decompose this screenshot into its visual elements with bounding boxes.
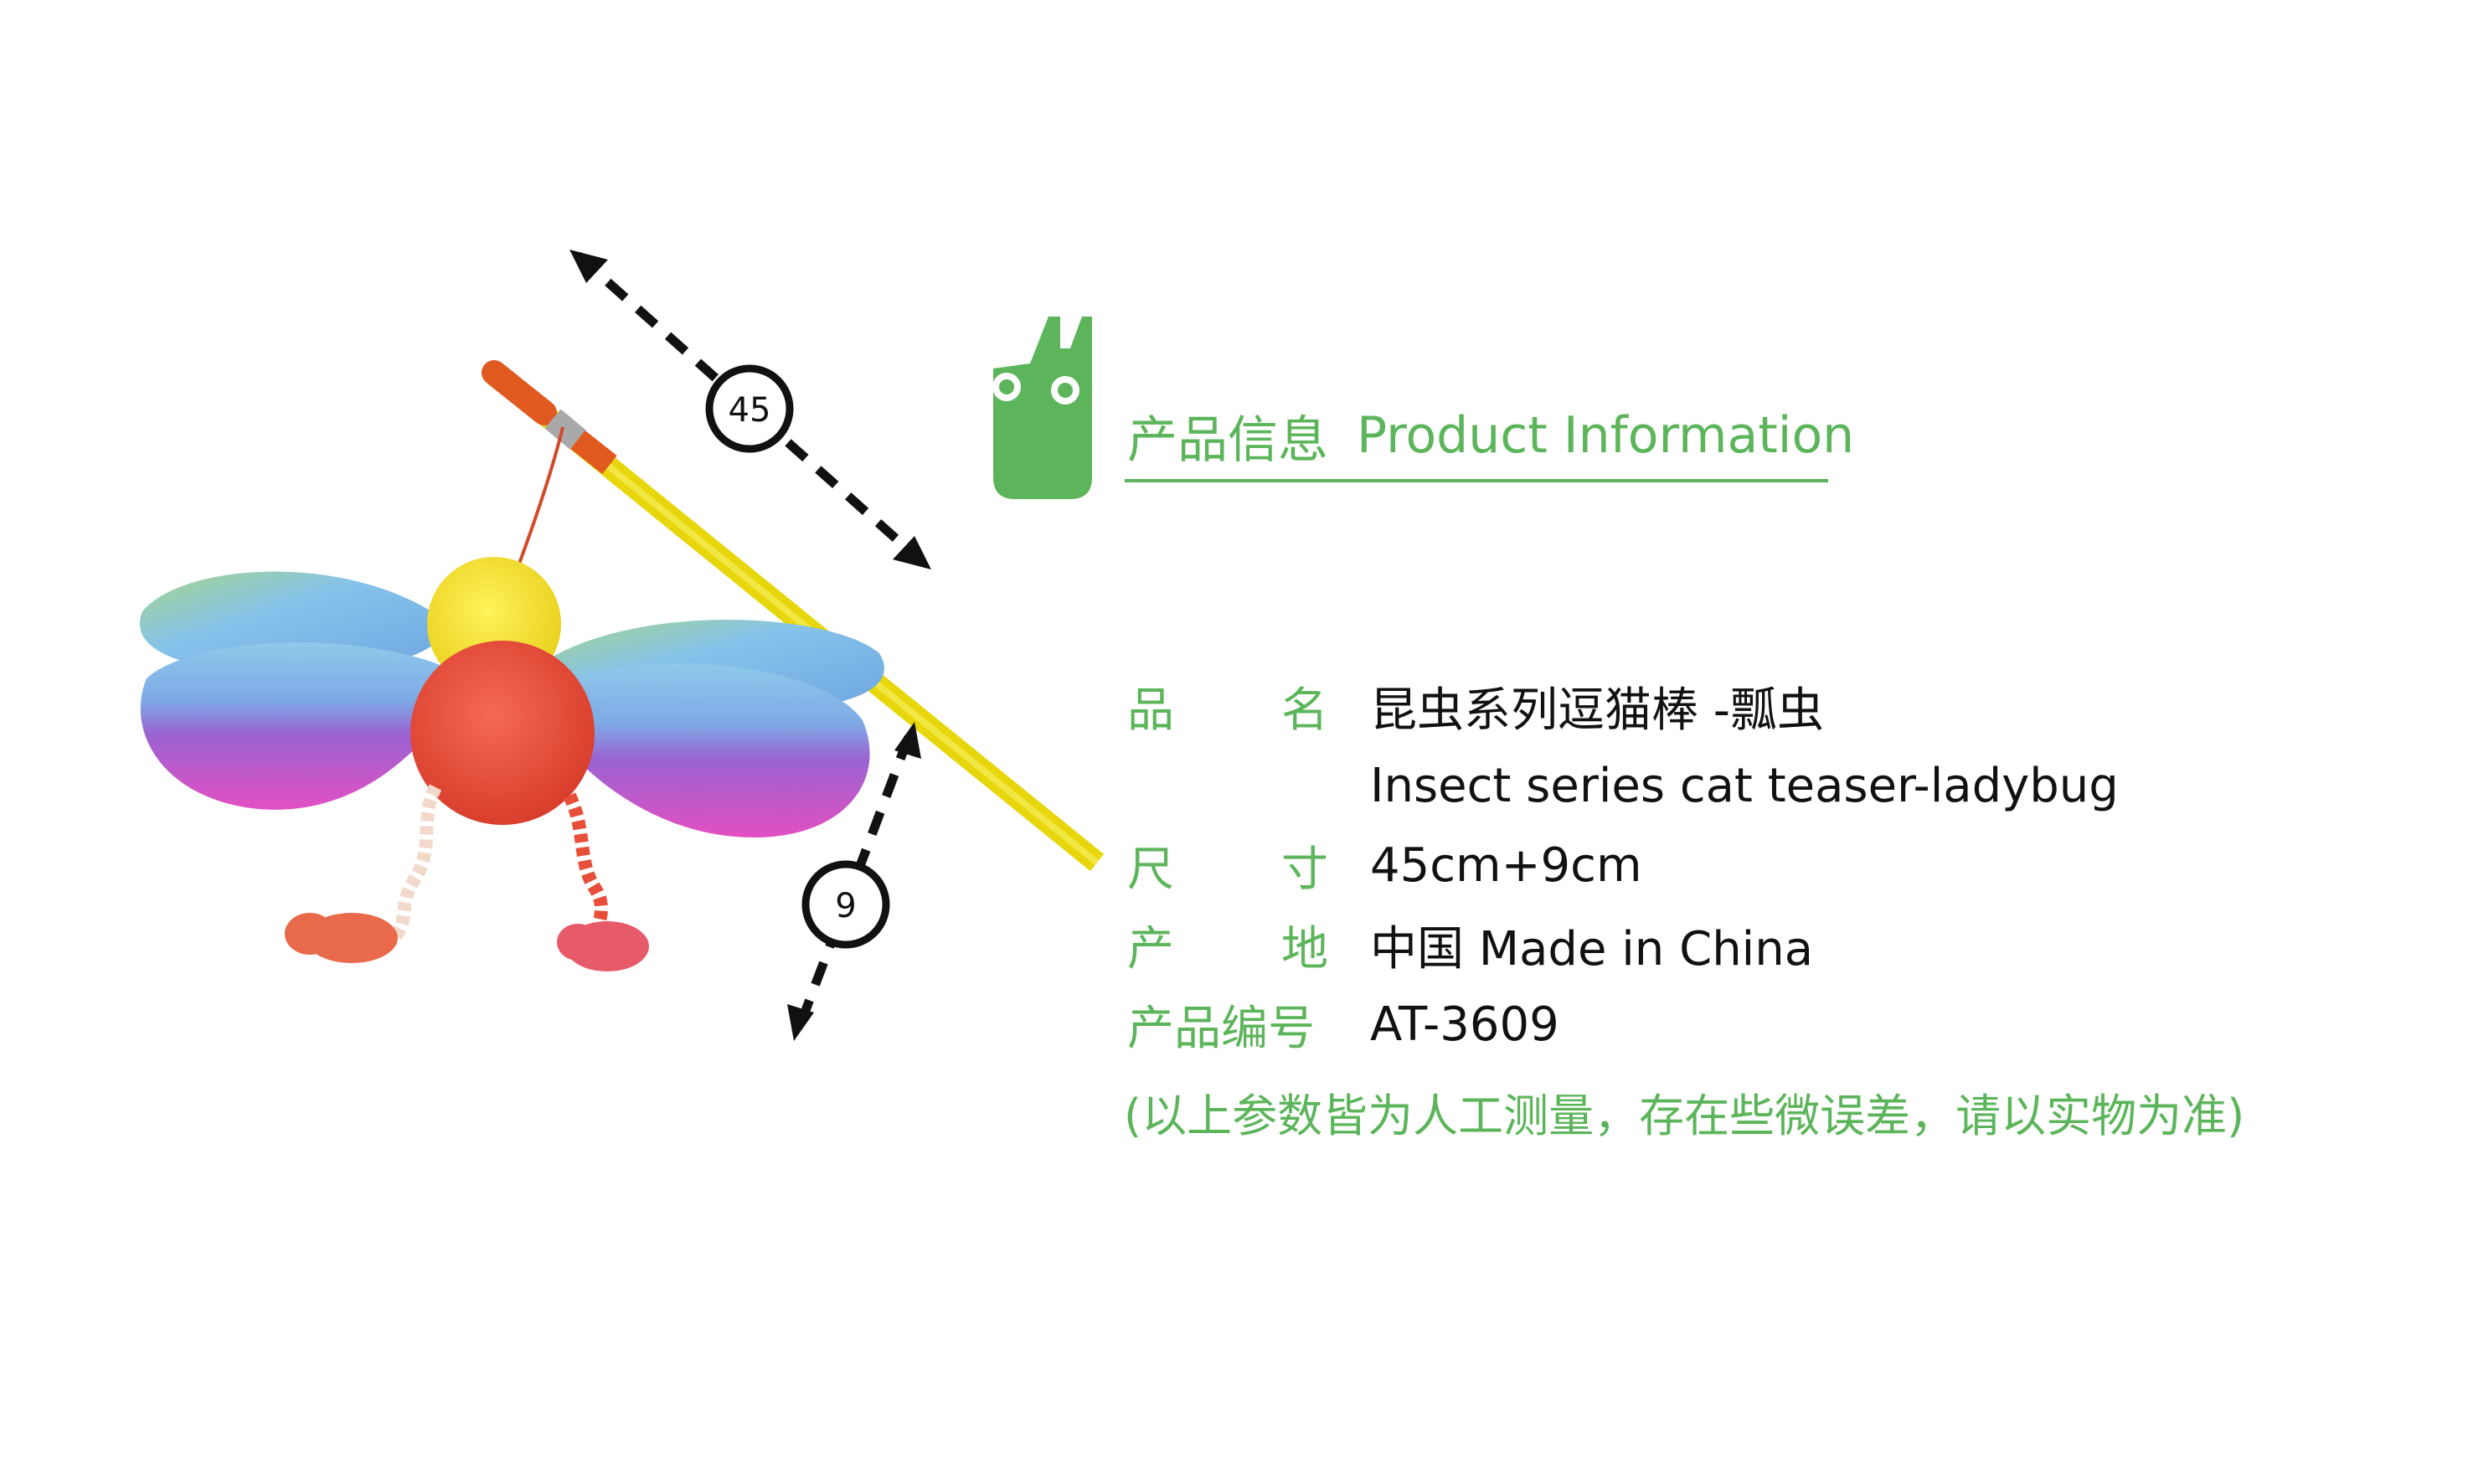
dimension-arrow-width: 9 [787,722,921,1041]
size-value: 45cm+9cm [1370,837,1642,893]
ladybug-wings [139,571,884,837]
section-title-en: Product Information [1357,406,1855,465]
info-row-code: 产品编号 AT-3609 [1127,987,1559,1062]
teaser-stick [482,360,1105,872]
measurement-note: (以上参数皆为人工测量，存在些微误差，请以实物为准) [1124,1089,2245,1142]
ladybug-legs [285,784,649,971]
dimension-arrow-length: 45 [569,250,931,569]
code-value: AT-3609 [1370,997,1559,1052]
size-label: 尺 寸 [1127,842,1328,897]
title-underline [1125,479,1828,482]
info-row-name: 品 名 昆虫系列逗猫棒 -瓢虫 [1127,668,1824,744]
dimension-label-width: 9 [835,887,856,925]
section-title-cn: 产品信息 [1127,410,1328,470]
code-label: 产品编号 [1127,1001,1315,1056]
dimension-label-length: 45 [729,391,771,430]
info-row-size: 尺 寸 45cm+9cm [1127,827,1642,903]
info-row-name-en: Insect series cat teaser-ladybug [1127,748,2119,823]
mascot-logo-icon [992,317,1092,499]
name-value-en: Insect series cat teaser-ladybug [1370,758,2119,813]
origin-label: 产 地 [1127,921,1328,976]
origin-value: 中国 Made in China [1370,921,1814,976]
info-row-origin: 产 地 中国 Made in China [1127,907,1813,982]
ladybug-body [410,641,595,825]
section-title: 产品信息 Product Information [1127,394,1854,477]
name-label: 品 名 [1127,683,1328,738]
name-value-cn: 昆虫系列逗猫棒 -瓢虫 [1370,683,1825,738]
product-image: 45 9 [139,250,1105,1041]
